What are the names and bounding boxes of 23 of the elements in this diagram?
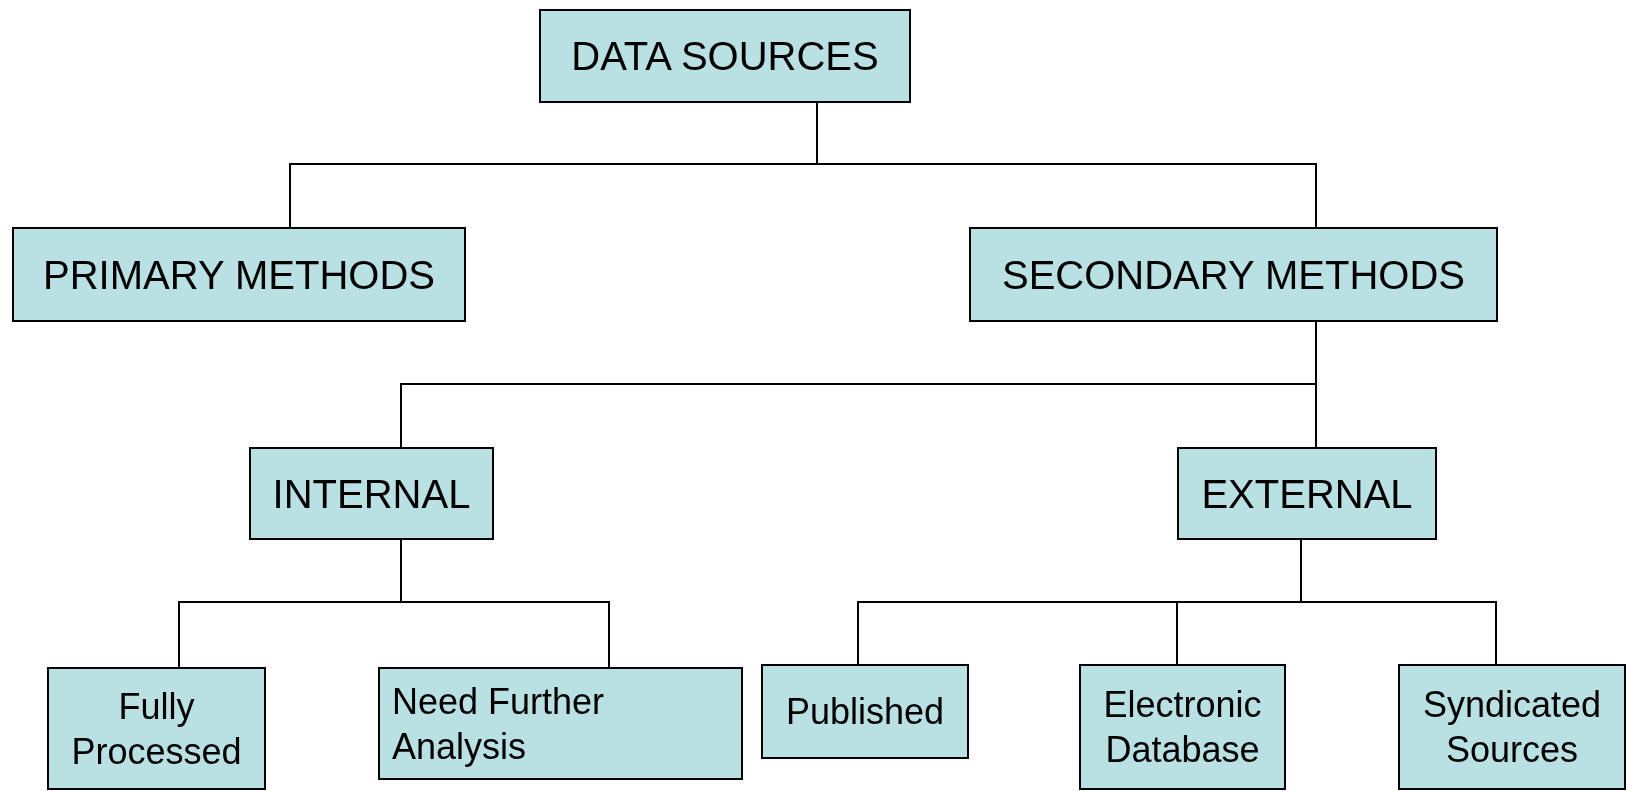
- category-box: [539, 9, 911, 103]
- category-box: [1177, 447, 1437, 540]
- box-label: EXTERNAL: [1201, 470, 1413, 518]
- box-label: SECONDARY METHODS: [1001, 251, 1465, 299]
- category-box: [378, 667, 743, 780]
- category-box: [47, 667, 266, 790]
- box-label: Need Further Analysis: [392, 679, 606, 769]
- box-label: PRIMARY METHODS: [43, 251, 435, 299]
- category-box: [1398, 664, 1626, 790]
- category-box: [12, 227, 466, 322]
- connector-line: [400, 539, 610, 668]
- box-label: Published: [785, 690, 945, 734]
- box-label: Fully Processed: [70, 684, 243, 774]
- connector-line: [1300, 539, 1497, 665]
- box-label: Syndicated Sources: [1421, 683, 1603, 772]
- category-box: [249, 447, 494, 540]
- connector-line: [1315, 321, 1317, 448]
- category-box: [969, 227, 1498, 322]
- category-box: [761, 664, 969, 759]
- box-label: Electronic Database: [1102, 683, 1263, 772]
- box-label: INTERNAL: [272, 470, 471, 518]
- category-box: [1079, 664, 1286, 790]
- box-label: DATA SOURCES: [571, 33, 879, 80]
